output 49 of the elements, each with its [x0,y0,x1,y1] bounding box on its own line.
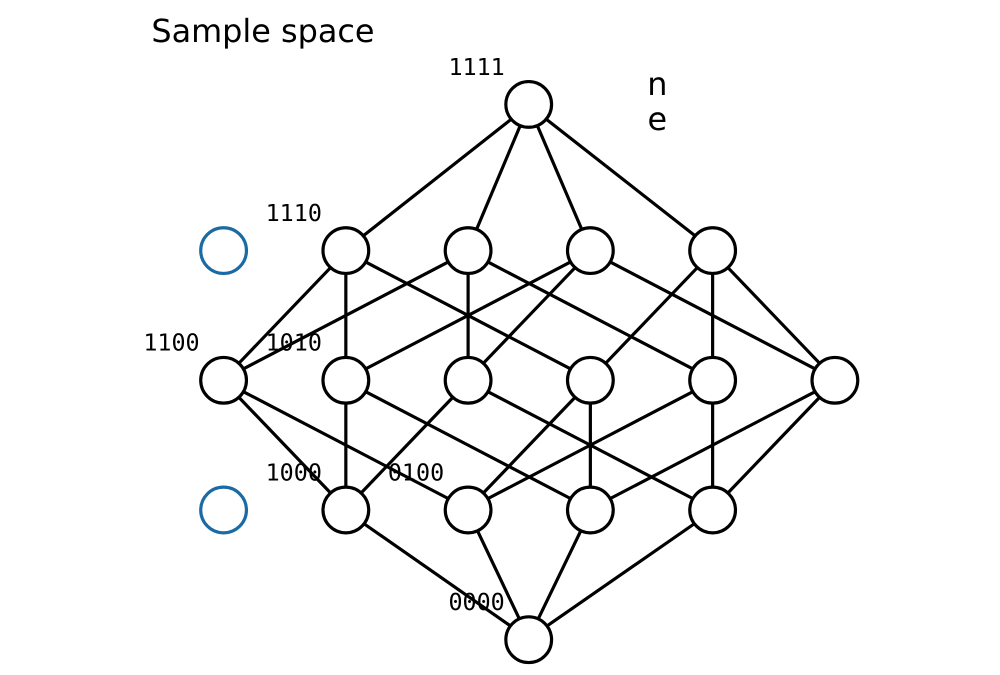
node-circle [199,486,248,534]
connector [487,260,694,370]
node-circle [566,226,615,276]
node-label: 1110 [266,198,322,227]
connector [482,266,576,364]
connector [242,390,449,500]
node-circle [199,226,248,276]
node-circle [444,226,493,276]
connector [482,396,576,494]
connector [242,260,449,370]
connector [365,260,572,370]
connector [726,396,821,494]
node-circle [199,356,248,405]
node-circle [321,226,370,276]
connector [545,118,696,238]
node-circle [688,356,738,405]
node-circle [321,356,370,405]
diagram-title: Sample space [151,12,374,50]
connector [610,260,816,370]
node-circle [504,80,554,129]
node-circle [444,356,493,405]
connector [487,390,694,500]
node-circle [566,356,615,405]
connector [475,125,522,230]
connector [711,403,714,487]
node-label: 1111 [448,52,505,81]
node-circle [566,486,615,534]
node-circle [688,226,738,276]
connector [363,522,512,628]
connector [610,390,816,500]
connector [588,403,592,487]
connector [546,522,696,628]
label: n e [647,64,668,138]
connector [466,274,470,358]
connector [726,266,821,364]
connector [711,274,714,358]
node-circle [321,486,370,534]
connector [365,390,572,500]
node-circle [444,486,493,534]
node-circle [504,615,554,664]
node-circle [688,486,738,534]
node-label: 1100 [143,328,200,357]
connector [344,403,348,487]
connector [344,274,348,358]
node-circle [810,356,860,405]
connector [362,118,512,237]
connector [536,125,584,230]
connector [536,530,582,620]
connector [604,266,698,364]
